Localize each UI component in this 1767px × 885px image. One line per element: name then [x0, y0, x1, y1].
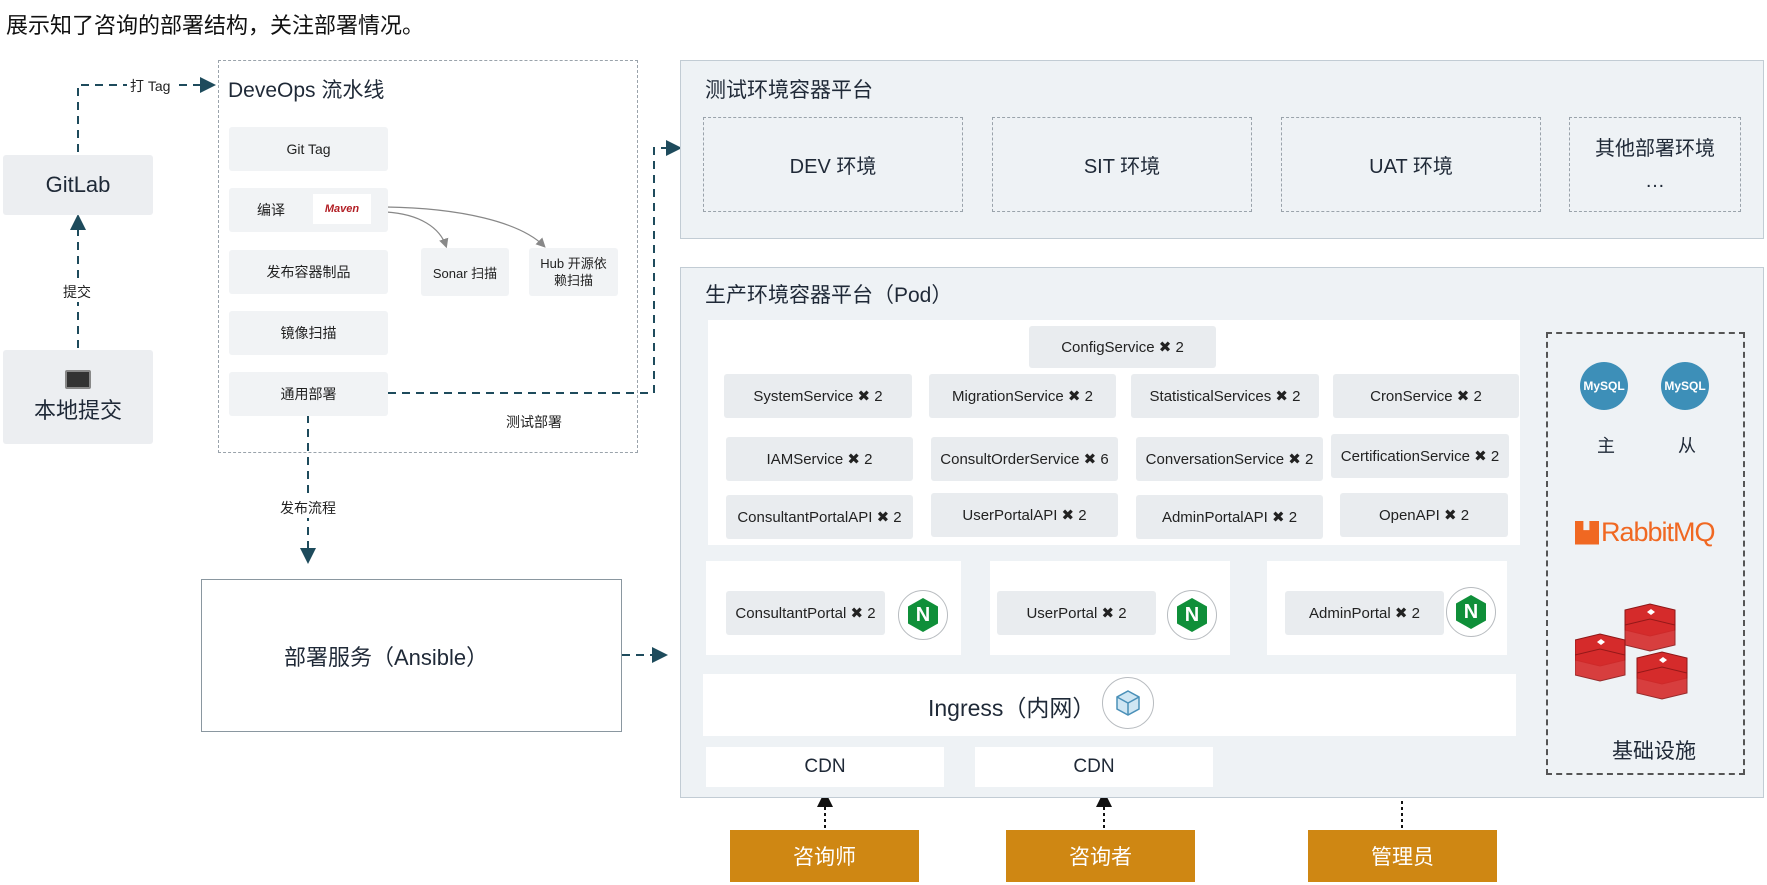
svc-conversation: ConversationService ✖ 2: [1136, 437, 1323, 481]
hub-scan: Hub 开源依赖扫描: [529, 248, 618, 296]
test-deploy-label: 测试部署: [503, 412, 565, 432]
env-uat: UAT 环境: [1281, 117, 1541, 212]
svc-consultant-portal-api: ConsultantPortalAPI ✖ 2: [726, 495, 913, 539]
tag-label: 打 Tag: [127, 76, 174, 96]
test-deploy-arrow: [388, 140, 682, 394]
user-client: 咨询者: [1006, 830, 1195, 882]
svc-user-portal-api: UserPortalAPI ✖ 2: [931, 493, 1118, 537]
cdn-consultant: CDN: [706, 747, 944, 787]
user-admin: 管理员: [1308, 830, 1497, 882]
rabbitmq-label: RabbitMQ: [1601, 517, 1716, 547]
portal-consultant: ConsultantPortal ✖ 2: [726, 591, 885, 635]
deploy-service-box: 部署服务（Ansible）: [201, 579, 622, 732]
maven-logo: Maven: [313, 194, 371, 224]
release-label: 发布流程: [277, 498, 339, 518]
pipeline-title: DeveOps 流水线: [228, 79, 385, 102]
svc-config: ConfigService ✖ 2: [1029, 326, 1216, 368]
prod-platform-title: 生产环境容器平台（Pod）: [705, 284, 953, 307]
pipeline-box: [218, 60, 638, 453]
svc-admin-portal-api: AdminPortalAPI ✖ 2: [1136, 495, 1323, 539]
local-commit-box: 本地提交: [3, 350, 153, 444]
test-platform-title: 测试环境容器平台: [705, 79, 873, 102]
ingress-label: Ingress（内网）: [928, 695, 1096, 721]
page-title: 展示知了咨询的部署结构，关注部署情况。: [6, 13, 425, 38]
svc-cron: CronService ✖ 2: [1333, 374, 1519, 418]
svc-migration: MigrationService ✖ 2: [929, 374, 1116, 418]
infra-label: 基础设施: [1612, 740, 1696, 763]
sonar-scan: Sonar 扫描: [421, 248, 509, 296]
env-sit: SIT 环境: [992, 117, 1252, 212]
env-dev: DEV 环境: [703, 117, 963, 212]
mysql-slave-icon: MySQL: [1661, 362, 1709, 410]
nginx-icon: N: [1446, 587, 1496, 637]
redis-icon: [1574, 600, 1700, 705]
portal-user: UserPortal ✖ 2: [997, 591, 1156, 635]
laptop-icon: [65, 369, 91, 389]
step-git-tag: Git Tag: [229, 127, 388, 171]
step-deploy: 通用部署: [229, 372, 388, 416]
nginx-icon: N: [898, 590, 948, 640]
svc-iam: IAMService ✖ 2: [726, 437, 913, 481]
step-compile: 编译 Maven: [229, 188, 388, 232]
cube-icon: [1102, 677, 1154, 729]
env-other: 其他部署环境 …: [1569, 117, 1741, 212]
mysql-slave-label: 从: [1678, 436, 1696, 456]
svc-consult-order: ConsultOrderService ✖ 6: [931, 437, 1118, 481]
test-platform: [680, 60, 1764, 239]
step-compile-label: 编译: [257, 202, 285, 218]
rabbitmq-icon: [1575, 520, 1599, 545]
mysql-master-label: 主: [1597, 436, 1615, 456]
commit-label: 提交: [60, 282, 94, 302]
infra-box: [1546, 332, 1745, 775]
nginx-icon: N: [1167, 590, 1217, 640]
gitlab-box: GitLab: [3, 155, 153, 215]
svc-open-api: OpenAPI ✖ 2: [1340, 493, 1508, 537]
rabbitmq-logo: RabbitMQ: [1575, 517, 1716, 548]
step-image-scan: 镜像扫描: [229, 311, 388, 355]
cdn-user: CDN: [975, 747, 1213, 787]
local-commit-label: 本地提交: [33, 397, 122, 423]
svc-statistical: StatisticalServices ✖ 2: [1131, 374, 1319, 418]
portal-admin: AdminPortal ✖ 2: [1285, 591, 1444, 635]
mysql-master-icon: MySQL: [1580, 362, 1628, 410]
step-publish: 发布容器制品: [229, 250, 388, 294]
svc-certification: CertificationService ✖ 2: [1331, 434, 1509, 478]
user-consultant: 咨询师: [730, 830, 919, 882]
svc-system: SystemService ✖ 2: [724, 374, 912, 418]
